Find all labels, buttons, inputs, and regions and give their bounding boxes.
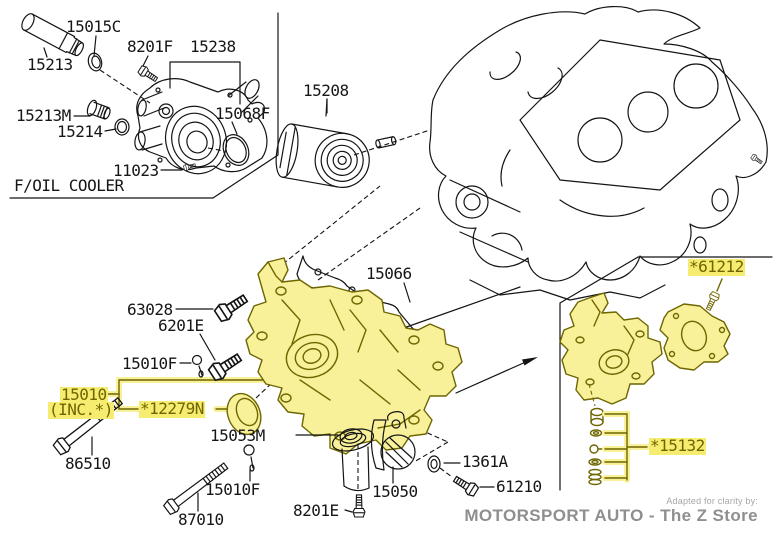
part-label-11023: 11023 (113, 161, 159, 180)
oil-cooler-box-border (9, 12, 279, 199)
bolt-61210 (450, 472, 481, 499)
part-label-15050: 15050 (372, 482, 418, 501)
part-label-15238: 15238 (190, 37, 236, 56)
oil-cooler-assembly (21, 13, 268, 175)
section-label-oil-cooler: F/OIL COOLER (14, 176, 124, 195)
part-label-8201e: 8201E (293, 501, 339, 520)
part-label-61212: *61212 (688, 257, 745, 276)
engine-block (429, 6, 768, 301)
branding: Adapted for clarity by: MOTORSPORT AUTO … (464, 496, 758, 526)
part-label-8201f: 8201F (127, 37, 173, 56)
part-label-15053m: 15053M (210, 426, 265, 445)
grommet-15010f-lower (243, 444, 255, 472)
part-label-1361a: 1361A (462, 452, 508, 471)
oring-15068f (222, 134, 250, 166)
part-label-15213: 15213 (27, 55, 73, 74)
branding-store-name: MOTORSPORT AUTO - The Z Store (464, 506, 758, 525)
oil-pump-assembly (245, 257, 463, 455)
part-label-15010: 15010 (60, 385, 108, 404)
part-label-15015c: 15015C (66, 17, 121, 36)
screw-61212 (703, 278, 723, 313)
part-label-15132: *15132 (649, 436, 706, 455)
branding-adapted-by: Adapted for clarity by: (666, 496, 758, 506)
part-label-6201e: 6201E (158, 316, 204, 335)
bolt-8201e (352, 494, 366, 518)
bolt-63028 (212, 290, 251, 325)
crank-seal (226, 392, 262, 436)
part-label-63028: 63028 (127, 300, 173, 319)
washer-1361a (427, 455, 441, 473)
pointer-arrow (455, 357, 538, 394)
part-label-12279n: *12279N (139, 399, 205, 418)
part-label-15208: 15208 (303, 81, 349, 100)
inset-pump (559, 292, 663, 405)
part-label-15066: 15066 (366, 264, 412, 283)
inset-cover-plate (659, 303, 731, 371)
part-label-15010-inc: (INC.*) (48, 400, 114, 419)
part-label-61210: 61210 (496, 477, 542, 496)
leader-lines (91, 98, 495, 513)
screw-8201f (136, 64, 160, 85)
oil-filter (275, 98, 431, 188)
water-tube (21, 13, 85, 57)
part-label-87010: 87010 (178, 510, 224, 529)
washer-15015c (87, 52, 103, 72)
grommet-15010f-upper (191, 354, 204, 378)
inset-border (559, 256, 773, 491)
part-label-15010f-upper: 15010F (122, 354, 177, 373)
oring-15214 (114, 118, 130, 136)
plug-15213m (86, 99, 111, 120)
part-label-15214: 15214 (57, 122, 103, 141)
perspective-line (397, 286, 521, 331)
oil-strainer (331, 411, 416, 492)
part-label-15068f: 15068F (215, 104, 270, 123)
regulator-valve-parts (588, 383, 650, 486)
block-side-bolt (749, 153, 764, 166)
part-label-15010f-lower: 15010F (205, 480, 260, 499)
part-label-86510: 86510 (65, 454, 111, 473)
part-label-15213m: 15213M (16, 106, 71, 125)
